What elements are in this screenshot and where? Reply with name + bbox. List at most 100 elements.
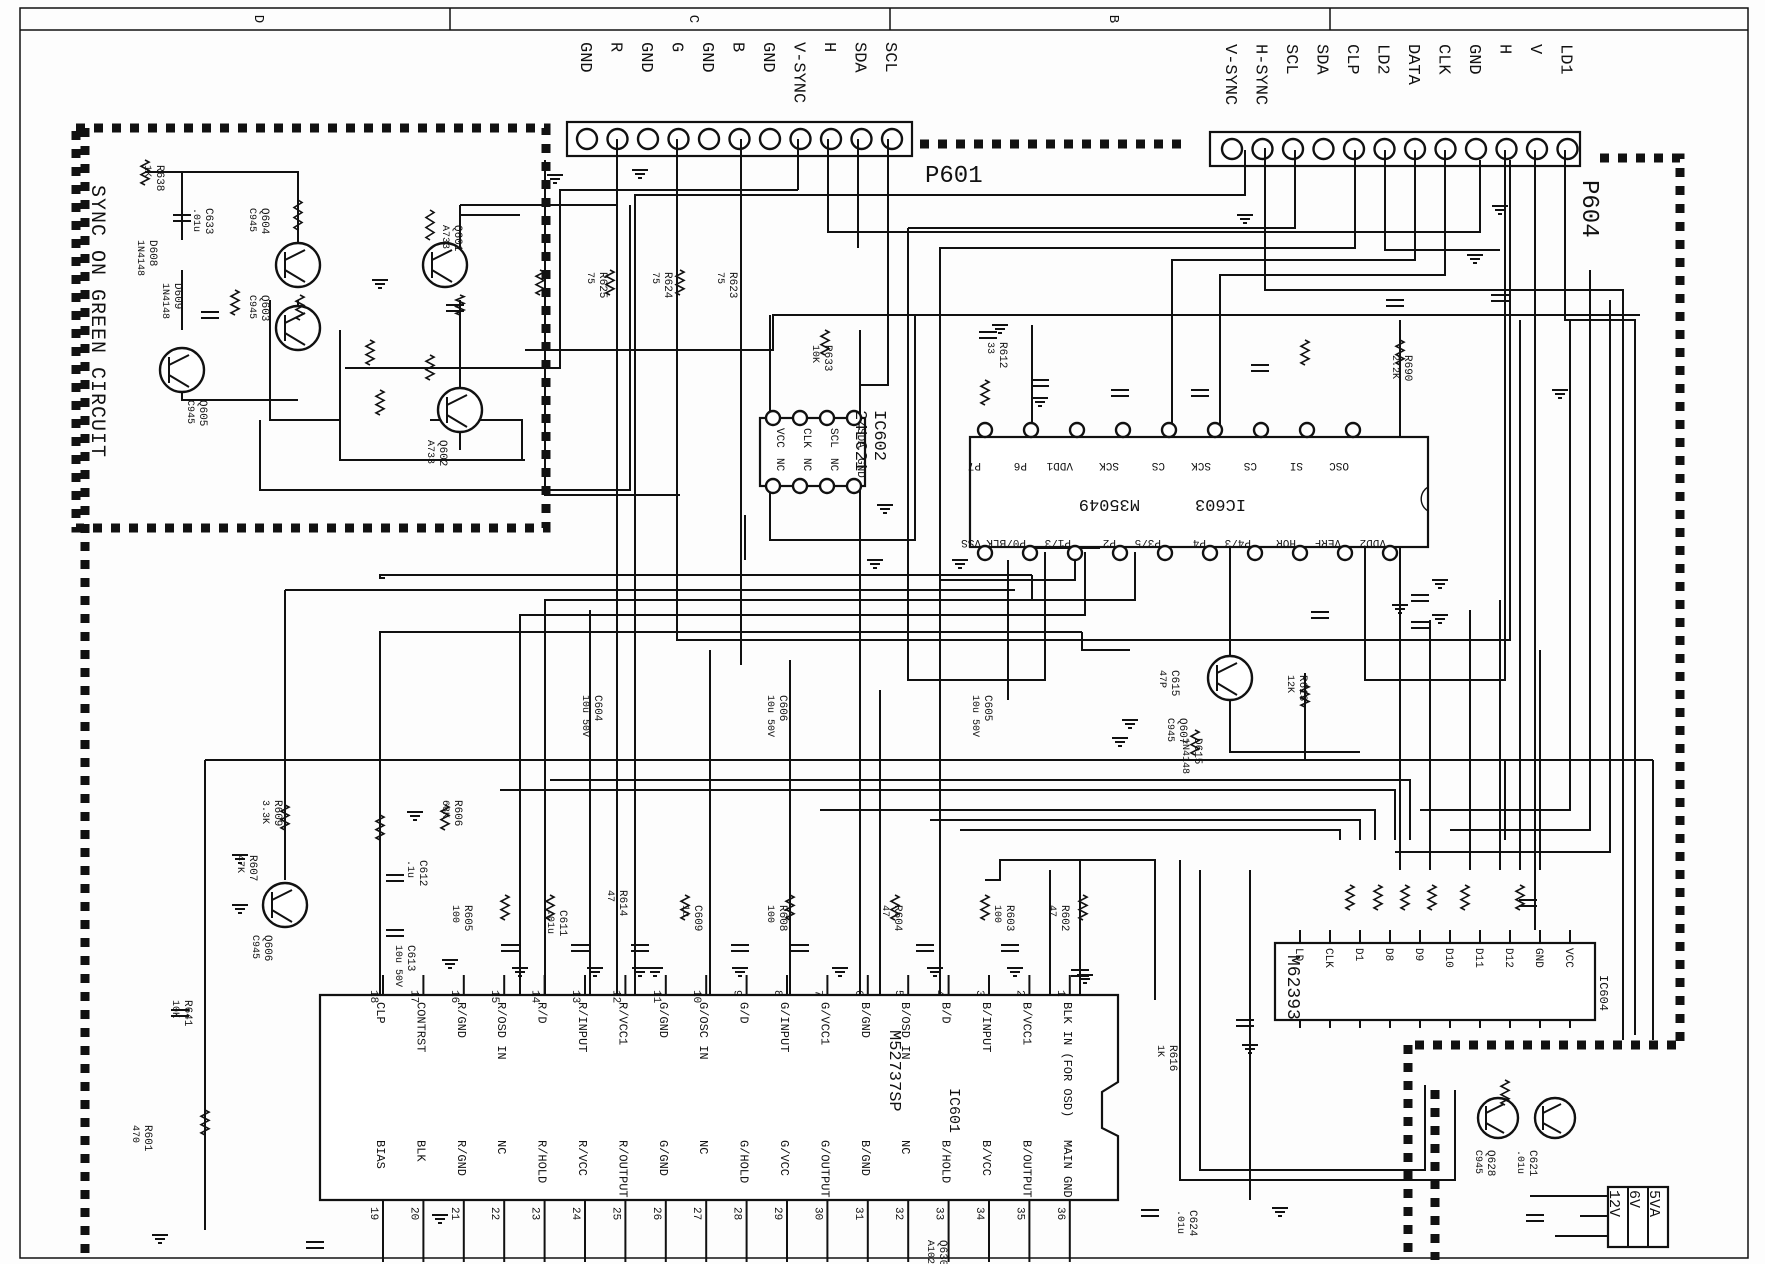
supply-rails: 5VA 6V 12V (1530, 1185, 1670, 1249)
resistor-symbol (1077, 894, 1089, 921)
component-value: 1N4148 (1179, 738, 1190, 774)
p601-pin-label: R (606, 42, 625, 52)
ic604-pin-label: VCC (1562, 948, 1574, 968)
ic602-pin-label: GND (854, 458, 866, 478)
p604-pin (1525, 137, 1549, 161)
ic602-pin (818, 409, 836, 427)
resistor-symbol (674, 269, 686, 296)
ic603-pin (1114, 421, 1132, 439)
p604-pin (1495, 137, 1518, 161)
ic604-pin-label: LD (1292, 948, 1304, 962)
component-ref: C609 (691, 905, 703, 931)
component-ref: C624 (1186, 1210, 1198, 1237)
ic601-pin-number: 36 (1054, 1207, 1066, 1220)
p601-pin (758, 127, 782, 151)
ic602-pin (764, 409, 782, 427)
ic604-pin-label: D1 (1352, 948, 1364, 962)
ic601-pin-label: R/GND (454, 1140, 468, 1176)
p601-pin (667, 127, 690, 151)
ic601-pin-label: B/GND (858, 1002, 872, 1038)
ic602-pin-label: CLK (800, 428, 812, 448)
ic601-pin-label: BLK (413, 1140, 427, 1162)
component-value: C945 (1472, 1150, 1483, 1174)
component-ref: R613 (1296, 675, 1308, 701)
ic603-pin-label: VDD1 (1046, 459, 1073, 471)
component-value: 100 (449, 905, 460, 923)
ic601-pin-label: R/OUTPUT (615, 1140, 629, 1198)
component-ref: Q602 (436, 440, 448, 466)
p604-pin (1556, 137, 1579, 161)
p604-pin-label: SDA (1312, 44, 1331, 75)
ic602-pin-label: SDA (854, 428, 866, 448)
p601-pin-label: SDA (850, 42, 869, 73)
component-value: 10K (169, 1000, 180, 1018)
ic601-pin-number: 2 (1013, 990, 1025, 997)
resistor-symbol (199, 1109, 211, 1136)
ic602-pin-label: SCL (827, 428, 839, 448)
resistor-symbol (424, 354, 436, 381)
component-value: 1K (141, 165, 152, 177)
component-ref: C621 (1526, 1150, 1538, 1177)
component-value: 75 (584, 272, 595, 284)
supply-5va: 5VA (1645, 1190, 1662, 1217)
ic603-pin (1022, 421, 1040, 439)
ic601-pin-number: 18 (367, 990, 379, 1003)
ic601-pin-label: NC (898, 1140, 912, 1154)
ic601-pin-number: 28 (731, 1207, 743, 1220)
p604-pin-label: GND (1464, 44, 1483, 75)
ic601-pin-number: 24 (569, 1207, 581, 1221)
ic603-pin (1021, 544, 1039, 562)
ic601-part: M52737SP (884, 1030, 903, 1112)
resistor-symbol (1299, 684, 1311, 708)
ic603-pin-label: P0/BLK (986, 536, 1026, 548)
supply-12v: 12V (1605, 1190, 1622, 1217)
ic601-pin-number: 30 (811, 1207, 823, 1220)
component-value: 33 (984, 342, 995, 354)
p604-pin (1312, 137, 1335, 161)
component-value: C945 (184, 400, 195, 424)
ic604-ref: IC604 (1596, 975, 1610, 1011)
component-value: C945 (249, 935, 260, 959)
ic602-pin (791, 409, 809, 427)
ic601-pin-label: B/OSD IN (898, 1002, 912, 1060)
ic601-pin-label: B/VCC (979, 1140, 993, 1176)
ic601-pin-label: R/HOLD (535, 1140, 549, 1183)
p604-pin (1281, 137, 1305, 161)
ic602-pin-label: VCC (773, 428, 785, 448)
zone-letter-d: D (250, 15, 266, 23)
component-value: 1K (1154, 1045, 1165, 1057)
resistor-symbol (424, 209, 436, 241)
p604-pin-label: CLK (1434, 44, 1453, 75)
ic601-pin-label: R/VCC (575, 1140, 589, 1176)
p604-pin-label: DATA (1403, 44, 1422, 86)
ic601-pin-number: 27 (690, 1207, 702, 1220)
ic601-pin-number: 26 (650, 1207, 662, 1220)
resistor-symbol (979, 379, 991, 406)
p604-pin-label: SCL (1281, 44, 1300, 75)
p601-pin (819, 127, 843, 151)
component-value: 10u 50V (969, 695, 980, 737)
resistor-symbol (1394, 339, 1406, 366)
ic601-pin-label: G/INPUT (777, 1002, 791, 1052)
p601-pin-label: G (667, 42, 686, 52)
component-ref: D608 (146, 240, 158, 266)
component-value: 47 (1046, 905, 1057, 917)
ic601-pin-label: NC (696, 1140, 710, 1154)
ic601-pin-number: 21 (448, 1207, 460, 1221)
p601-label: P601 (925, 163, 983, 190)
p601-pin-label: B (728, 42, 747, 52)
resistor-symbol (292, 199, 304, 231)
resistor-symbol (279, 804, 291, 831)
ic604-pin-label: D8 (1382, 948, 1394, 961)
resistor-symbol (364, 339, 376, 366)
p601-pin-label: SCL (880, 42, 899, 73)
ic601-pin-number: 23 (529, 1207, 541, 1220)
ic602-ref: IC602 (869, 410, 888, 461)
resistor-symbol (439, 804, 451, 831)
transistor-q607 (1206, 654, 1254, 702)
